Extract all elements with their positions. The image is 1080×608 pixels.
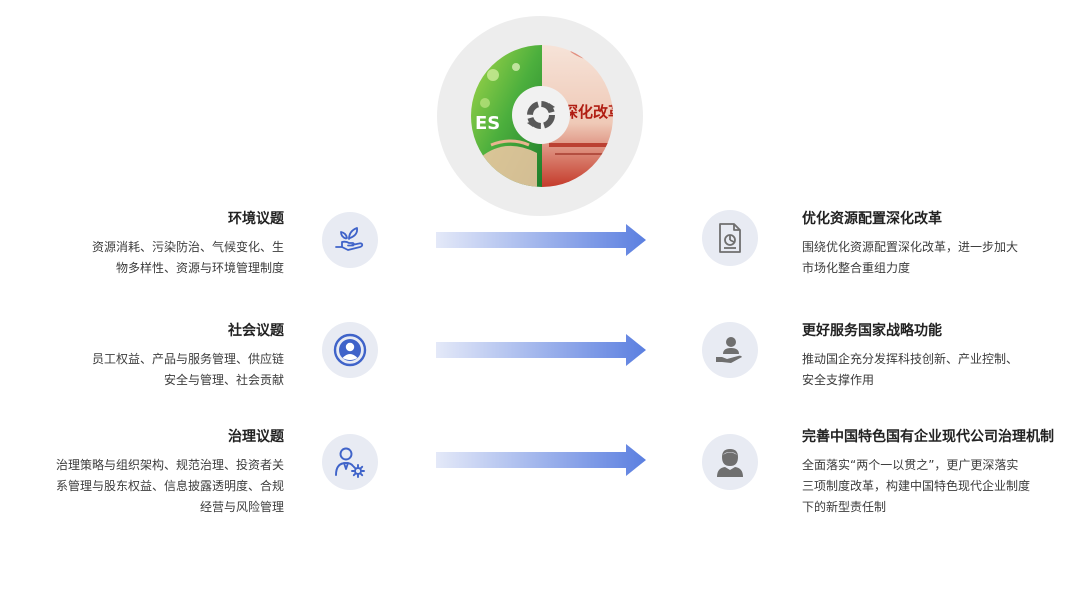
topic-description: 治理策略与组织架构、规范治理、投资者关 系管理与股东权益、信息披露透明度、合规 … bbox=[14, 455, 284, 518]
topic-line: 资源消耗、污染防治、气候变化、生 bbox=[91, 240, 284, 254]
goal-resource-allocation: 优化资源配置深化改革 围绕优化资源配置深化改革，进一步加大 市场化整合重组力度 bbox=[802, 210, 1072, 279]
cycle-arrows-icon bbox=[512, 86, 570, 144]
goal-corporate-governance: 完善中国特色国有企业现代公司治理机制 全面落实“两个一以贯之”，更广更深落实 三… bbox=[802, 428, 1072, 518]
topic-title: 社会议题 bbox=[228, 323, 284, 339]
goal-line: 围绕优化资源配置深化改革，进一步加大 bbox=[802, 240, 1019, 254]
goal-description: 围绕优化资源配置深化改革，进一步加大 市场化整合重组力度 bbox=[802, 237, 1072, 279]
topic-title: 治理议题 bbox=[228, 429, 284, 445]
person-gear-icon bbox=[322, 434, 378, 490]
topic-environment: 环境议题 资源消耗、污染防治、气候变化、生 物多样性、资源与环境管理制度 bbox=[14, 210, 284, 279]
goal-line: 安全支撑作用 bbox=[802, 373, 875, 387]
topic-line: 员工权益、产品与服务管理、供应链 bbox=[91, 352, 284, 366]
goal-line: 推动国企充分发挥科技创新、产业控制、 bbox=[802, 352, 1019, 366]
goal-line: 全面落实“两个一以贯之”，更广更深落实 bbox=[802, 458, 1019, 472]
flow-arrow bbox=[436, 332, 646, 368]
goal-line: 三项制度改革，构建中国特色现代企业制度 bbox=[802, 479, 1031, 493]
topic-social: 社会议题 员工权益、产品与服务管理、供应链 安全与管理、社会贡献 bbox=[14, 322, 284, 391]
topic-line: 经营与风险管理 bbox=[199, 500, 284, 514]
goal-description: 全面落实“两个一以贯之”，更广更深落实 三项制度改革，构建中国特色现代企业制度 … bbox=[802, 455, 1072, 518]
goal-description: 推动国企充分发挥科技创新、产业控制、 安全支撑作用 bbox=[802, 349, 1072, 391]
document-chart-icon bbox=[702, 210, 758, 266]
topic-line: 系管理与股东权益、信息披露透明度、合规 bbox=[55, 479, 284, 493]
goal-line: 市场化整合重组力度 bbox=[802, 261, 911, 275]
flow-arrow bbox=[436, 222, 646, 258]
topic-title: 环境议题 bbox=[228, 211, 284, 227]
topic-description: 员工权益、产品与服务管理、供应链 安全与管理、社会贡献 bbox=[14, 349, 284, 391]
topic-governance: 治理议题 治理策略与组织架构、规范治理、投资者关 系管理与股东权益、信息披露透明… bbox=[14, 428, 284, 518]
person-circle-icon bbox=[322, 322, 378, 378]
hand-person-icon bbox=[702, 322, 758, 378]
topic-line: 治理策略与组织架构、规范治理、投资者关 bbox=[55, 458, 284, 472]
goal-title: 优化资源配置深化改革 bbox=[802, 211, 942, 227]
hub-photo-left-caption: ES bbox=[475, 113, 500, 134]
hub-photo-right-caption: 深化改革 bbox=[563, 103, 613, 121]
goal-title: 更好服务国家战略功能 bbox=[802, 323, 942, 339]
goal-national-strategy: 更好服务国家战略功能 推动国企充分发挥科技创新、产业控制、 安全支撑作用 bbox=[802, 322, 1072, 391]
goal-title: 完善中国特色国有企业现代公司治理机制 bbox=[802, 429, 1054, 445]
goal-line: 下的新型责任制 bbox=[802, 500, 887, 514]
topic-line: 安全与管理、社会贡献 bbox=[163, 373, 284, 387]
hand-leaf-icon bbox=[322, 212, 378, 268]
flow-arrow bbox=[436, 442, 646, 478]
user-avatar-icon bbox=[702, 434, 758, 490]
topic-line: 物多样性、资源与环境管理制度 bbox=[115, 261, 284, 275]
topic-description: 资源消耗、污染防治、气候变化、生 物多样性、资源与环境管理制度 bbox=[14, 237, 284, 279]
